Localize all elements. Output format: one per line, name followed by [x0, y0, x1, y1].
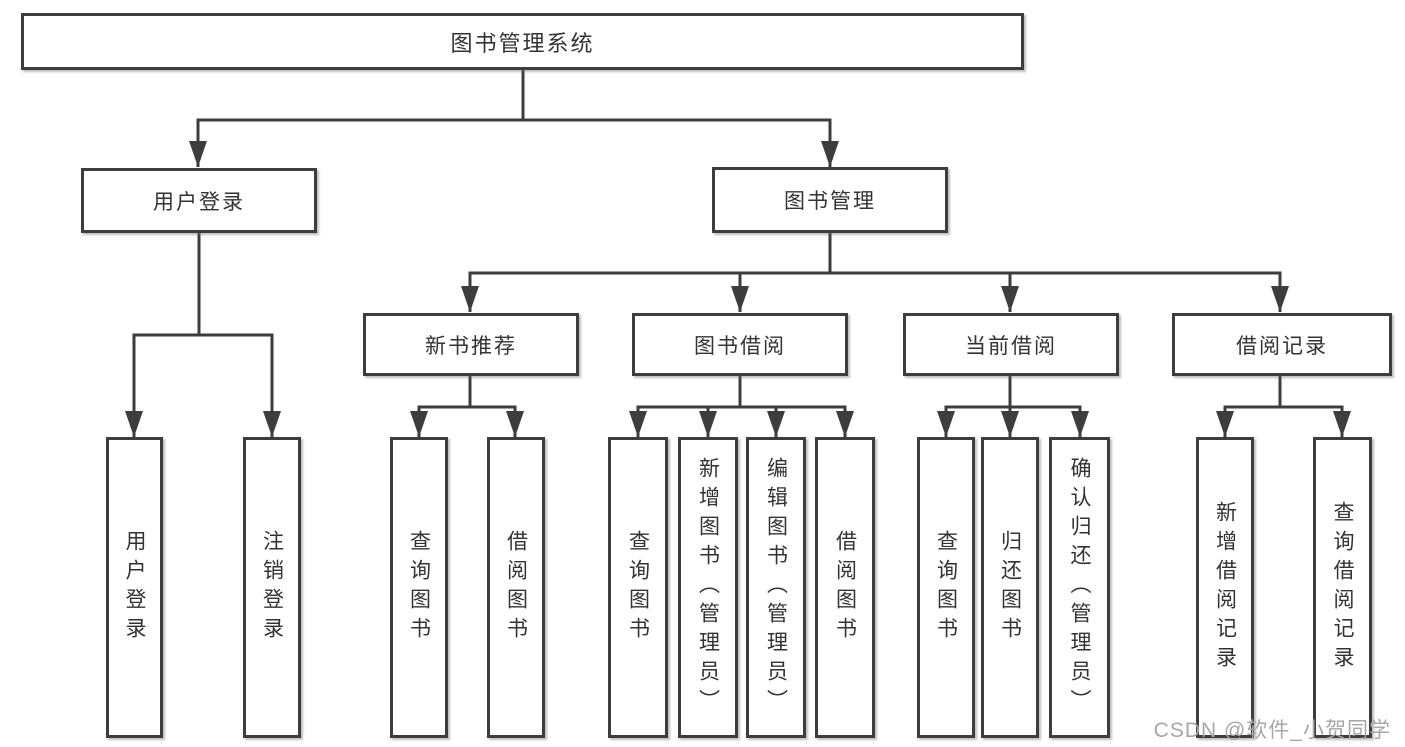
arrowhead — [410, 411, 428, 437]
node-label: 新书推荐 — [425, 334, 517, 358]
connector-current-branch — [944, 375, 1082, 437]
node-new-book-recommend: 新书推荐 — [363, 313, 579, 376]
node-leaf-borrow-book: 借阅图书 — [815, 437, 875, 738]
connector-root-branch — [196, 68, 832, 167]
arrowhead — [506, 411, 524, 437]
arrowhead — [836, 411, 854, 437]
connector-mgmt-branch — [468, 231, 1282, 312]
node-label: 新增图书（管理员） — [696, 457, 720, 718]
node-label: 归还图书 — [998, 529, 1022, 646]
node-leaf-confirm-return-admin: 确认归还（管理员） — [1049, 437, 1110, 738]
node-leaf-query-borrow-record: 查询借阅记录 — [1313, 437, 1372, 738]
node-label: 用户登录 — [153, 190, 245, 214]
node-label: 确认归还（管理员） — [1068, 457, 1091, 718]
connector-login-branch — [132, 231, 274, 437]
arrowhead — [731, 286, 749, 312]
arrowhead — [1333, 411, 1351, 437]
node-root: 图书管理系统 — [21, 13, 1024, 70]
arrowhead — [189, 141, 207, 167]
connector-borrow-branch — [636, 375, 847, 437]
node-leaf-add-borrow-record: 新增借阅记录 — [1196, 437, 1254, 738]
connector-lines — [132, 68, 1344, 437]
node-leaf-query-book-recommend: 查询图书 — [390, 437, 448, 738]
arrowhead — [1001, 286, 1019, 312]
node-book-management: 图书管理 — [712, 167, 948, 233]
arrowhead — [125, 411, 143, 437]
node-leaf-return-book: 归还图书 — [981, 437, 1039, 738]
node-label: 注销登录 — [260, 529, 284, 646]
arrowhead — [629, 411, 647, 437]
node-label: 当前借阅 — [965, 334, 1057, 358]
node-leaf-logout: 注销登录 — [243, 437, 301, 738]
node-label: 新增借阅记录 — [1213, 500, 1237, 675]
connector-records-branch — [1223, 375, 1344, 437]
arrowhead — [1001, 411, 1019, 437]
arrowhead — [937, 411, 955, 437]
node-leaf-query-book-current: 查询图书 — [917, 437, 975, 738]
node-label: 用户登录 — [123, 529, 146, 646]
node-leaf-edit-book-admin: 编辑图书（管理员） — [746, 437, 806, 738]
node-leaf-query-book-borrow: 查询图书 — [608, 437, 668, 738]
arrowhead — [263, 411, 281, 437]
arrowhead — [767, 411, 785, 437]
node-label: 查询借阅记录 — [1331, 500, 1354, 675]
node-label: 查询图书 — [626, 529, 650, 646]
node-label: 图书借阅 — [694, 334, 786, 358]
arrowhead — [461, 286, 479, 312]
node-leaf-borrow-book-recommend: 借阅图书 — [487, 437, 545, 738]
node-label: 图书管理系统 — [450, 30, 595, 56]
arrowhead — [1271, 286, 1289, 312]
node-borrow-records: 借阅记录 — [1172, 313, 1392, 376]
arrowhead — [1071, 411, 1089, 437]
node-leaf-user-login: 用户登录 — [106, 437, 163, 738]
node-label: 借阅图书 — [504, 529, 528, 646]
connector-recommend-branch — [417, 375, 517, 437]
arrowhead — [699, 411, 717, 437]
node-current-borrow: 当前借阅 — [903, 313, 1119, 376]
node-label: 借阅图书 — [833, 529, 857, 646]
node-label: 查询图书 — [407, 529, 431, 646]
node-label: 编辑图书（管理员） — [764, 457, 788, 718]
arrowhead — [821, 141, 839, 167]
node-label: 查询图书 — [934, 529, 958, 646]
node-leaf-add-book-admin: 新增图书（管理员） — [678, 437, 738, 738]
node-book-borrow: 图书借阅 — [632, 313, 848, 376]
node-user-login: 用户登录 — [81, 168, 317, 233]
arrowhead — [1216, 411, 1234, 437]
node-label: 图书管理 — [784, 190, 876, 213]
csdn-watermark: CSDN @软件_小贺同学 — [1153, 719, 1391, 742]
node-label: 借阅记录 — [1236, 334, 1328, 358]
